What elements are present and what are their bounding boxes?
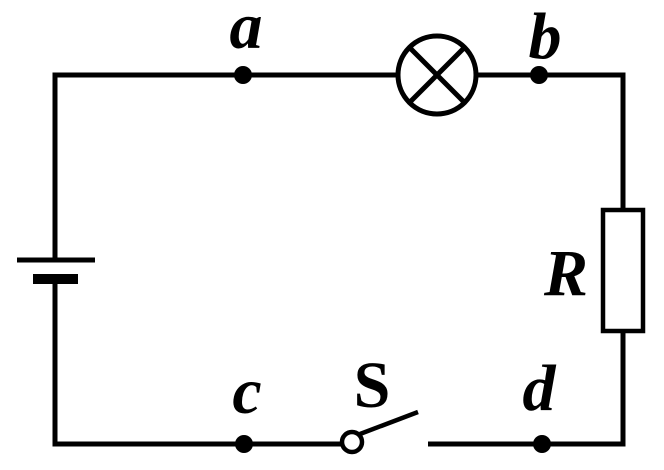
node-a-label: a: [230, 0, 263, 63]
node-dot-d: [533, 435, 551, 453]
resistor-body: [600, 207, 646, 334]
switch-label: S: [354, 349, 391, 422]
switch-pivot: [339, 429, 365, 455]
circuit-labels: a b c d R S: [230, 0, 589, 428]
battery-short-plate: [33, 274, 78, 284]
node-dot-a: [234, 66, 252, 84]
resistor-label: R: [543, 237, 588, 310]
node-c-label: c: [232, 355, 261, 428]
switch-icon: [339, 409, 419, 455]
battery-icon: [17, 257, 95, 284]
node-d-label: d: [523, 352, 557, 425]
node-b-label: b: [529, 0, 562, 73]
circuit-nodes: [234, 66, 551, 453]
resistor-icon: [600, 207, 646, 334]
lamp-cross-line-2: [407, 45, 467, 105]
lamp-icon: [395, 33, 479, 117]
node-dot-c: [235, 435, 253, 453]
circuit-wires: [52, 72, 626, 447]
node-dot-b: [530, 66, 548, 84]
switch-lever: [359, 409, 419, 437]
